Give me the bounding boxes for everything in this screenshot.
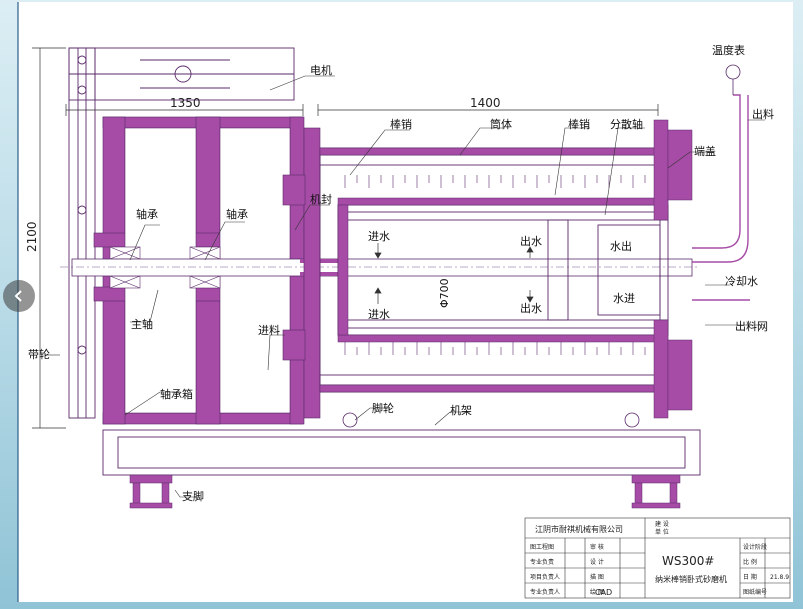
tb-col2-0: 审 核 <box>590 543 604 551</box>
label-bearing-left: 轴承 <box>136 207 158 221</box>
label-bearing-right: 轴承 <box>226 207 248 221</box>
motor-shaft-circle <box>174 65 192 83</box>
label-outlet-screen: 出料网 <box>735 319 768 333</box>
title-block <box>524 517 791 599</box>
tb-company: 江阴市耐祺机械有限公司 <box>535 524 623 534</box>
main-shaft <box>71 258 693 277</box>
label-frame: 机架 <box>450 403 472 417</box>
previous-button[interactable] <box>3 280 35 312</box>
label-water-in-lower: 进水 <box>368 308 390 321</box>
label-water-out-upper: 出水 <box>520 234 542 248</box>
label-pin-rod-left: 棒销 <box>390 117 412 131</box>
label-water-out-lower: 出水 <box>520 301 542 315</box>
tb-row-1: 专业负责 <box>530 558 554 566</box>
dim-right-width: 1400 <box>470 96 501 110</box>
label-motor: 电机 <box>310 63 332 77</box>
label-diameter: Φ700 <box>438 278 451 308</box>
label-outlet-top: 出料 <box>752 107 774 121</box>
tb-col2-2: 描 图 <box>590 573 604 581</box>
tb-row-3: 专业负责人 <box>530 588 560 596</box>
tb-product-name: 纳米棒销卧式砂磨机 <box>655 574 727 584</box>
label-barrel: 筒体 <box>490 117 512 131</box>
tb-model: WS300# <box>662 554 714 568</box>
tb-right-2: 日 期 <box>743 573 757 581</box>
label-disperse-shaft: 分散轴 <box>610 117 643 131</box>
thermometer-dial <box>725 64 741 80</box>
label-main-shaft: 主轴 <box>131 317 153 331</box>
label-cooling-water: 冷却水 <box>725 275 758 288</box>
label-bearing-box: 轴承箱 <box>160 387 193 401</box>
tb-right-0: 设计阶段 <box>743 543 767 551</box>
tb-date: 21.8.9 <box>770 574 789 581</box>
tb-design-unit-2: 单 位 <box>655 528 669 536</box>
label-support-leg: 支脚 <box>182 489 204 503</box>
label-end-cap: 端盖 <box>694 144 716 158</box>
chevron-left-icon <box>14 290 22 302</box>
machine-frame <box>102 429 701 476</box>
tb-cad: CAD <box>595 588 612 597</box>
tb-col2-3: 绘 图 <box>590 588 604 596</box>
label-water-in-upper: 进水 <box>368 230 390 243</box>
tb-right-1: 比 例 <box>743 558 757 566</box>
label-water-enter: 水进 <box>613 292 635 305</box>
tb-right-3: 图纸编号 <box>743 588 767 596</box>
label-pin-rod-right: 棒销 <box>568 117 590 131</box>
tb-design-unit: 建 设 <box>655 520 669 528</box>
tb-col2-1: 设 计 <box>590 558 604 566</box>
dim-left-width: 1350 <box>170 96 201 110</box>
tb-row-0: 图工程图 <box>530 543 554 551</box>
dim-height: 2100 <box>25 221 39 252</box>
tb-row-2: 项目负责人 <box>530 573 560 581</box>
label-caster: 脚轮 <box>372 401 394 415</box>
label-mech-seal: 机封 <box>310 192 332 206</box>
label-belt-pulley: 带轮 <box>28 347 50 361</box>
label-water-exit: 水出 <box>610 239 632 253</box>
label-thermometer: 温度表 <box>712 43 745 57</box>
label-feed: 进料 <box>258 323 280 337</box>
